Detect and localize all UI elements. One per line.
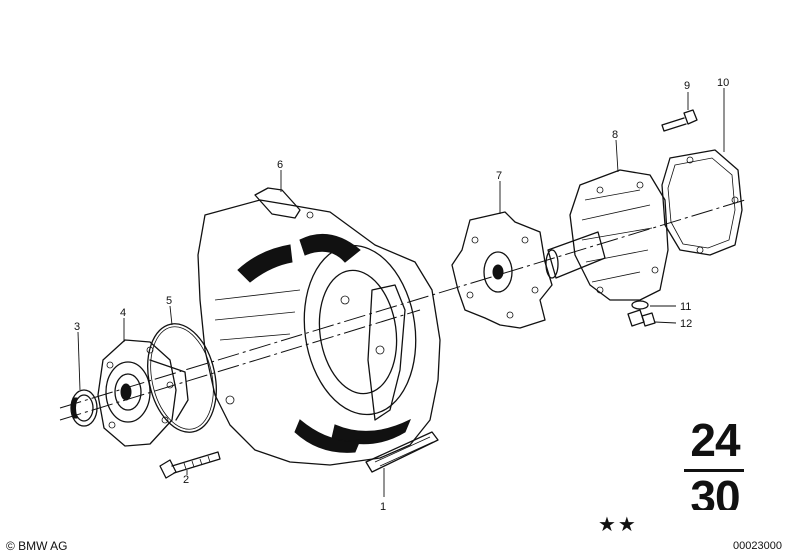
- center-axis: [59, 199, 746, 421]
- callout-2: 2: [183, 474, 189, 486]
- part-10-cover-gasket[interactable]: [661, 149, 743, 256]
- callout-10: 10: [717, 77, 729, 89]
- callout-7: 7: [496, 170, 502, 182]
- section-divider: [684, 469, 744, 472]
- part-12-plug[interactable]: [627, 309, 656, 327]
- part-9-bolt[interactable]: [661, 109, 698, 132]
- part-6-transmission-housing[interactable]: [197, 187, 441, 466]
- callout-12: 12: [680, 318, 692, 330]
- callout-1: 1: [380, 501, 386, 513]
- section-number-bottom: 30: [690, 474, 740, 510]
- star-marks: ★★: [598, 514, 638, 536]
- callout-5: 5: [166, 295, 172, 307]
- part-1-gasket-strip[interactable]: [365, 431, 439, 473]
- section-number-top: 24: [690, 414, 740, 466]
- callout-4: 4: [120, 307, 126, 319]
- part-2-bolt[interactable]: [159, 451, 221, 479]
- callout-labels: 1 2 3 4 5 6 7 8 9 10 11 12: [74, 77, 729, 513]
- copyright-text: © BMW AG: [6, 539, 68, 553]
- leader-lines: [77, 88, 725, 497]
- part-5-o-ring[interactable]: [138, 317, 225, 438]
- part-7-intermediate-plate[interactable]: [451, 211, 553, 329]
- diagram-reference-number: 00023000: [733, 540, 782, 552]
- part-11-seal[interactable]: [631, 300, 649, 310]
- callout-3: 3: [74, 321, 80, 333]
- part-4-pump-cover[interactable]: [97, 339, 189, 447]
- part-8-valve-body[interactable]: [545, 169, 669, 301]
- callout-6: 6: [277, 159, 283, 171]
- callout-11: 11: [680, 301, 691, 313]
- callout-8: 8: [612, 129, 618, 141]
- part-3-shaft-seal[interactable]: [70, 389, 98, 427]
- callout-9: 9: [684, 80, 690, 92]
